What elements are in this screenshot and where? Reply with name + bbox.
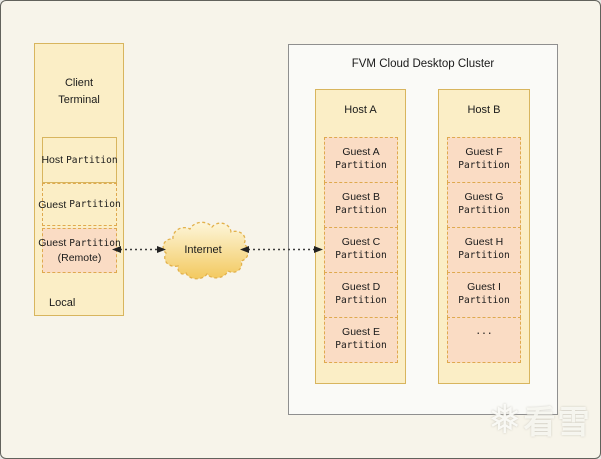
watermark: ❅ 看雪 xyxy=(488,397,592,443)
guest-remote-label-word: Partition xyxy=(69,237,121,249)
guest-partition-label-word: Partition xyxy=(69,199,121,210)
guest-a-word: Partition xyxy=(335,160,387,171)
cluster-title: FVM Cloud Desktop Cluster xyxy=(351,58,495,70)
guest-h-word: Partition xyxy=(458,250,510,261)
cluster-box: FVM Cloud Desktop Cluster Host A Guest A… xyxy=(288,44,558,415)
guest-ellipsis-word: ... xyxy=(475,326,493,337)
host-b-title: Host B xyxy=(467,104,501,116)
internet-cloud: Internet xyxy=(162,221,248,280)
guest-g-word: Partition xyxy=(458,205,510,216)
guest-partition-h: Guest H Partition xyxy=(447,227,521,273)
guest-partition-f: Guest F Partition xyxy=(447,137,521,183)
guest-f-name: Guest F xyxy=(465,146,503,158)
guest-d-word: Partition xyxy=(335,295,387,306)
local-label: Local xyxy=(49,297,76,309)
host-a-partition-stack: Guest A Partition Guest B Partition Gues… xyxy=(324,137,398,363)
client-title-line1: Client xyxy=(64,77,94,89)
internet-label: Internet xyxy=(184,244,221,256)
guest-partition-ellipsis: ... xyxy=(447,317,521,363)
guest-partition-i: Guest I Partition xyxy=(447,272,521,318)
guest-g-name: Guest G xyxy=(464,191,504,203)
guest-a-name: Guest A xyxy=(342,146,380,158)
guest-partition-e: Guest E Partition xyxy=(324,317,398,363)
guest-partition-d: Guest D Partition xyxy=(324,272,398,318)
arrow-internet-cluster xyxy=(240,246,323,253)
arrow-client-internet xyxy=(112,246,166,253)
host-partition-label-prefix: Host xyxy=(41,154,64,166)
guest-i-word: Partition xyxy=(458,295,510,306)
client-terminal-title: Client Terminal xyxy=(35,75,123,109)
guest-c-word: Partition xyxy=(335,250,387,261)
guest-partition-b: Guest B Partition xyxy=(324,182,398,228)
guest-partition-label-prefix: Guest xyxy=(38,198,67,211)
guest-i-name: Guest I xyxy=(467,281,501,293)
client-title-line2: Terminal xyxy=(58,94,100,106)
cloud-shape-icon xyxy=(162,221,248,280)
guest-f-word: Partition xyxy=(458,160,510,171)
guest-c-name: Guest C xyxy=(341,236,381,248)
guest-partition-a: Guest A Partition xyxy=(324,137,398,183)
guest-partition-g: Guest G Partition xyxy=(447,182,521,228)
host-b-partition-stack: Guest F Partition Guest G Partition Gues… xyxy=(447,137,521,363)
guest-e-name: Guest E xyxy=(342,326,380,338)
guest-partition-c: Guest C Partition xyxy=(324,227,398,273)
host-a-box: Host A Guest A Partition Guest B Partiti… xyxy=(315,89,406,384)
host-a-title: Host A xyxy=(344,104,377,116)
guest-b-word: Partition xyxy=(335,205,387,216)
guest-h-name: Guest H xyxy=(464,236,504,248)
watermark-text: 看雪 xyxy=(523,404,592,440)
guest-b-name: Guest B xyxy=(342,191,380,203)
host-partition-label-word: Partition xyxy=(66,154,118,166)
guest-remote-label-prefix: Guest xyxy=(38,236,67,249)
guest-remote-line2: (Remote) xyxy=(57,251,102,264)
host-b-box: Host B Guest F Partition Guest G Partiti… xyxy=(438,89,530,384)
guest-d-name: Guest D xyxy=(341,281,381,293)
guest-e-word: Partition xyxy=(335,340,387,351)
snowflake-icon: ❅ xyxy=(488,398,522,442)
